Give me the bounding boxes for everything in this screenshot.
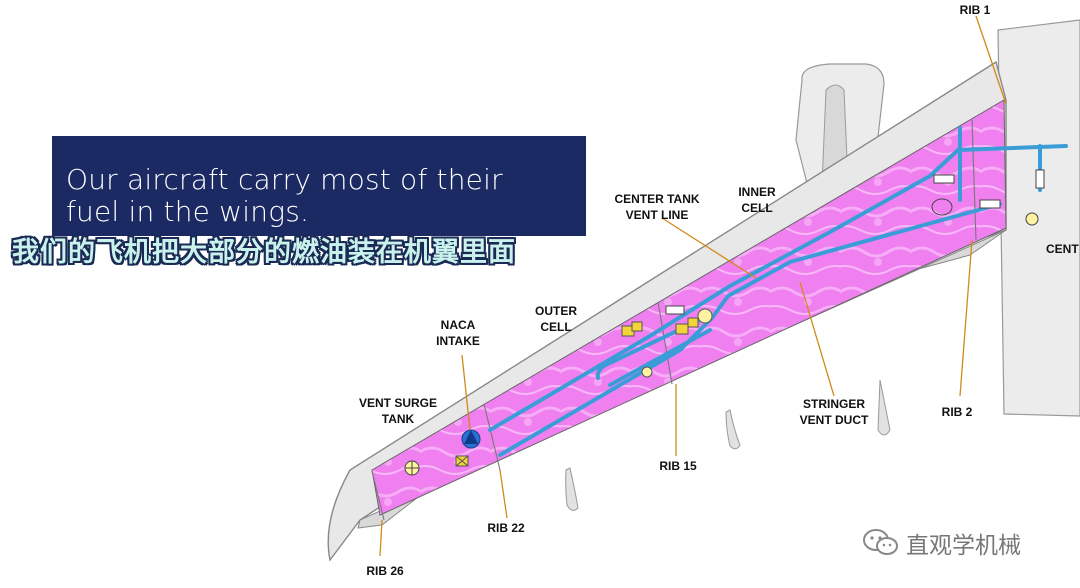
label-outer-cell-2: CELL (540, 320, 571, 334)
fuel-tank (371, 99, 1007, 516)
caption-english: Our aircraft carry most of their fuel in… (66, 164, 566, 228)
fuselage (997, 19, 1080, 417)
naca-intake-icon (455, 429, 481, 467)
label-center-cut: CENT (1046, 242, 1079, 256)
label-center-tank-vent-line-1: CENTER TANK (614, 192, 699, 206)
leader-lines (379, 15, 1007, 557)
label-rib-15: RIB 15 (659, 459, 697, 473)
label-inner-cell-1: INNER (738, 185, 776, 199)
label-stringer-vent-duct-2: VENT DUCT (800, 413, 869, 427)
caption-english-line-2: fuel in the wings. (66, 195, 310, 228)
label-rib-22: RIB 22 (487, 521, 525, 535)
label-rib-26: RIB 26 (366, 564, 404, 578)
watermark-text: 直观学机械 (906, 533, 1021, 559)
label-rib-2: RIB 2 (942, 405, 973, 419)
caption-english-line-1: Our aircraft carry most of their (66, 163, 503, 196)
label-center-tank-vent-line-2: VENT LINE (626, 208, 689, 222)
label-vent-surge-tank-1: VENT SURGE (359, 396, 437, 410)
label-stringer-vent-duct-1: STRINGER (803, 397, 865, 411)
outer-cell-check-valves-icon (665, 305, 685, 315)
surge-tank-valve-icon (404, 460, 420, 476)
label-vent-surge-tank-2: TANK (382, 412, 415, 426)
diagram-labels: RIB 1 RIB 2 RIB 15 RIB 22 RIB 26 CENTER … (359, 3, 1079, 578)
ribs (371, 119, 977, 521)
flap-fairings (565, 379, 891, 511)
caption-chinese: 我们的飞机把大部分的燃油装在机翼里面 (12, 237, 516, 268)
watermark: 直观学机械 (862, 526, 1021, 560)
label-outer-cell-1: OUTER (535, 304, 577, 318)
inner-cell-valves-icon (931, 169, 1045, 226)
caption-box (52, 136, 586, 236)
label-naca-intake-2: INTAKE (436, 334, 480, 348)
label-rib-1: RIB 1 (960, 3, 991, 17)
label-naca-intake-1: NACA (441, 318, 476, 332)
label-inner-cell-2: CELL (741, 201, 772, 215)
wechat-icon (863, 529, 898, 555)
outer-cell-valves-icon (621, 308, 713, 378)
